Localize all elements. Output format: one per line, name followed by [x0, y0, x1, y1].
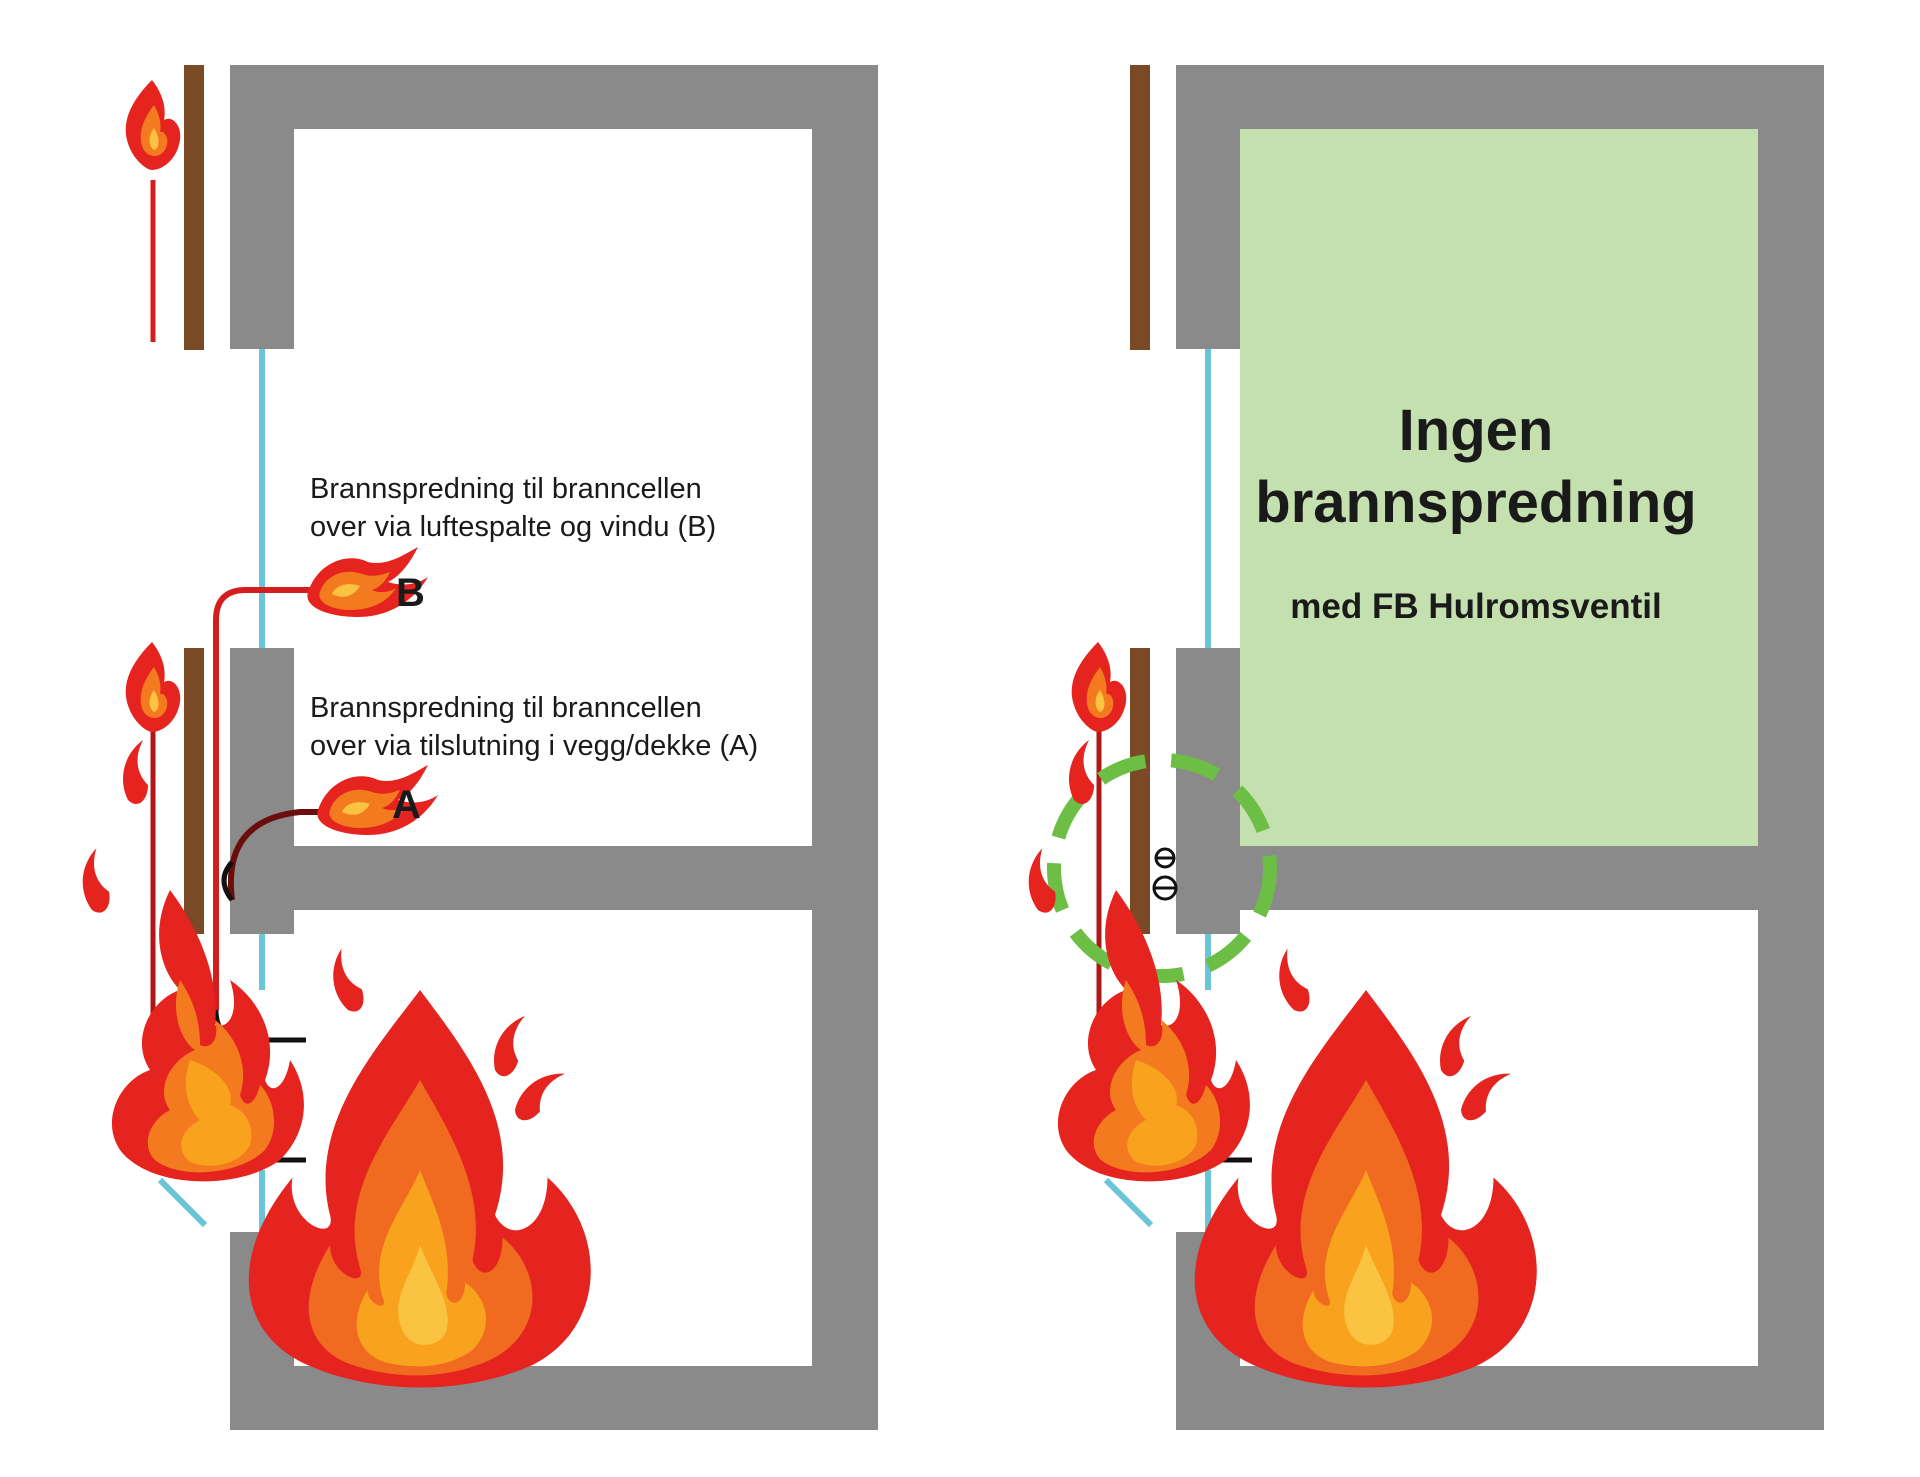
flame-flick-r4	[1435, 1010, 1476, 1080]
upper-facade-wall-right	[1176, 65, 1240, 349]
cladding-lower	[184, 648, 204, 934]
marker-a: A	[392, 783, 421, 827]
broken-glass-2-right	[1103, 1177, 1154, 1228]
spread-path-a-curl	[221, 860, 235, 902]
top-slab-right	[1176, 65, 1824, 129]
flame-flick-5	[508, 1060, 569, 1126]
flame-flick-1	[123, 740, 148, 805]
right-wall-right	[1758, 65, 1824, 1430]
room-fire-right-icon	[1194, 990, 1537, 1388]
flame-flick-r3	[1268, 946, 1315, 1016]
label-b-line1: Brannspredning til branncellen	[310, 473, 702, 505]
room-fire-icon	[248, 990, 591, 1388]
spread-path-b	[213, 587, 320, 1010]
flame-flick-r5	[1454, 1060, 1515, 1126]
right-panel: Ingen brannspredning med FB Hulromsventi…	[1022, 65, 1824, 1430]
cladding-upper	[184, 65, 204, 350]
flame-flick-4	[489, 1010, 530, 1080]
valve-highlight-ring	[1047, 753, 1277, 983]
cladding-upper-right	[1130, 65, 1150, 350]
flame-flick-3	[322, 946, 369, 1016]
flame-flick-r1	[1069, 740, 1094, 805]
marker-b: B	[396, 571, 425, 615]
headline-line2: brannspredning	[1255, 470, 1696, 535]
upper-facade-wall	[230, 65, 294, 349]
label-a-line2: over via tilslutning i vegg/dekke (A)	[310, 730, 758, 762]
protected-room-fill	[1240, 129, 1758, 846]
bottom-slab	[230, 1366, 878, 1430]
top-slab	[230, 65, 878, 129]
label-a-line1: Brannspredning til branncellen	[310, 692, 702, 724]
right-wall	[812, 65, 878, 1430]
broken-glass-2	[157, 1177, 208, 1228]
floor-slab-right	[1176, 846, 1824, 910]
flame-flick-2	[76, 847, 113, 915]
left-panel: Brannspredning til branncellen over via …	[76, 65, 878, 1430]
bottom-slab-right	[1176, 1366, 1824, 1430]
label-b-line2: over via luftespalte og vindu (B)	[310, 511, 716, 543]
spread-path-a	[227, 809, 330, 901]
floor-slab	[230, 846, 878, 910]
headline-line1: Ingen	[1399, 398, 1554, 463]
building-walls-left	[230, 65, 878, 1430]
cladding-lower-right	[1130, 648, 1150, 934]
torch-flame-upper-icon	[125, 80, 181, 170]
building-walls-right	[1176, 65, 1824, 1430]
headline-subline: med FB Hulromsventil	[1290, 587, 1661, 626]
torch-flame-lower-icon	[125, 642, 181, 732]
cavity-valve-icon	[1152, 847, 1178, 901]
torch-flame-right-icon	[1071, 642, 1127, 732]
